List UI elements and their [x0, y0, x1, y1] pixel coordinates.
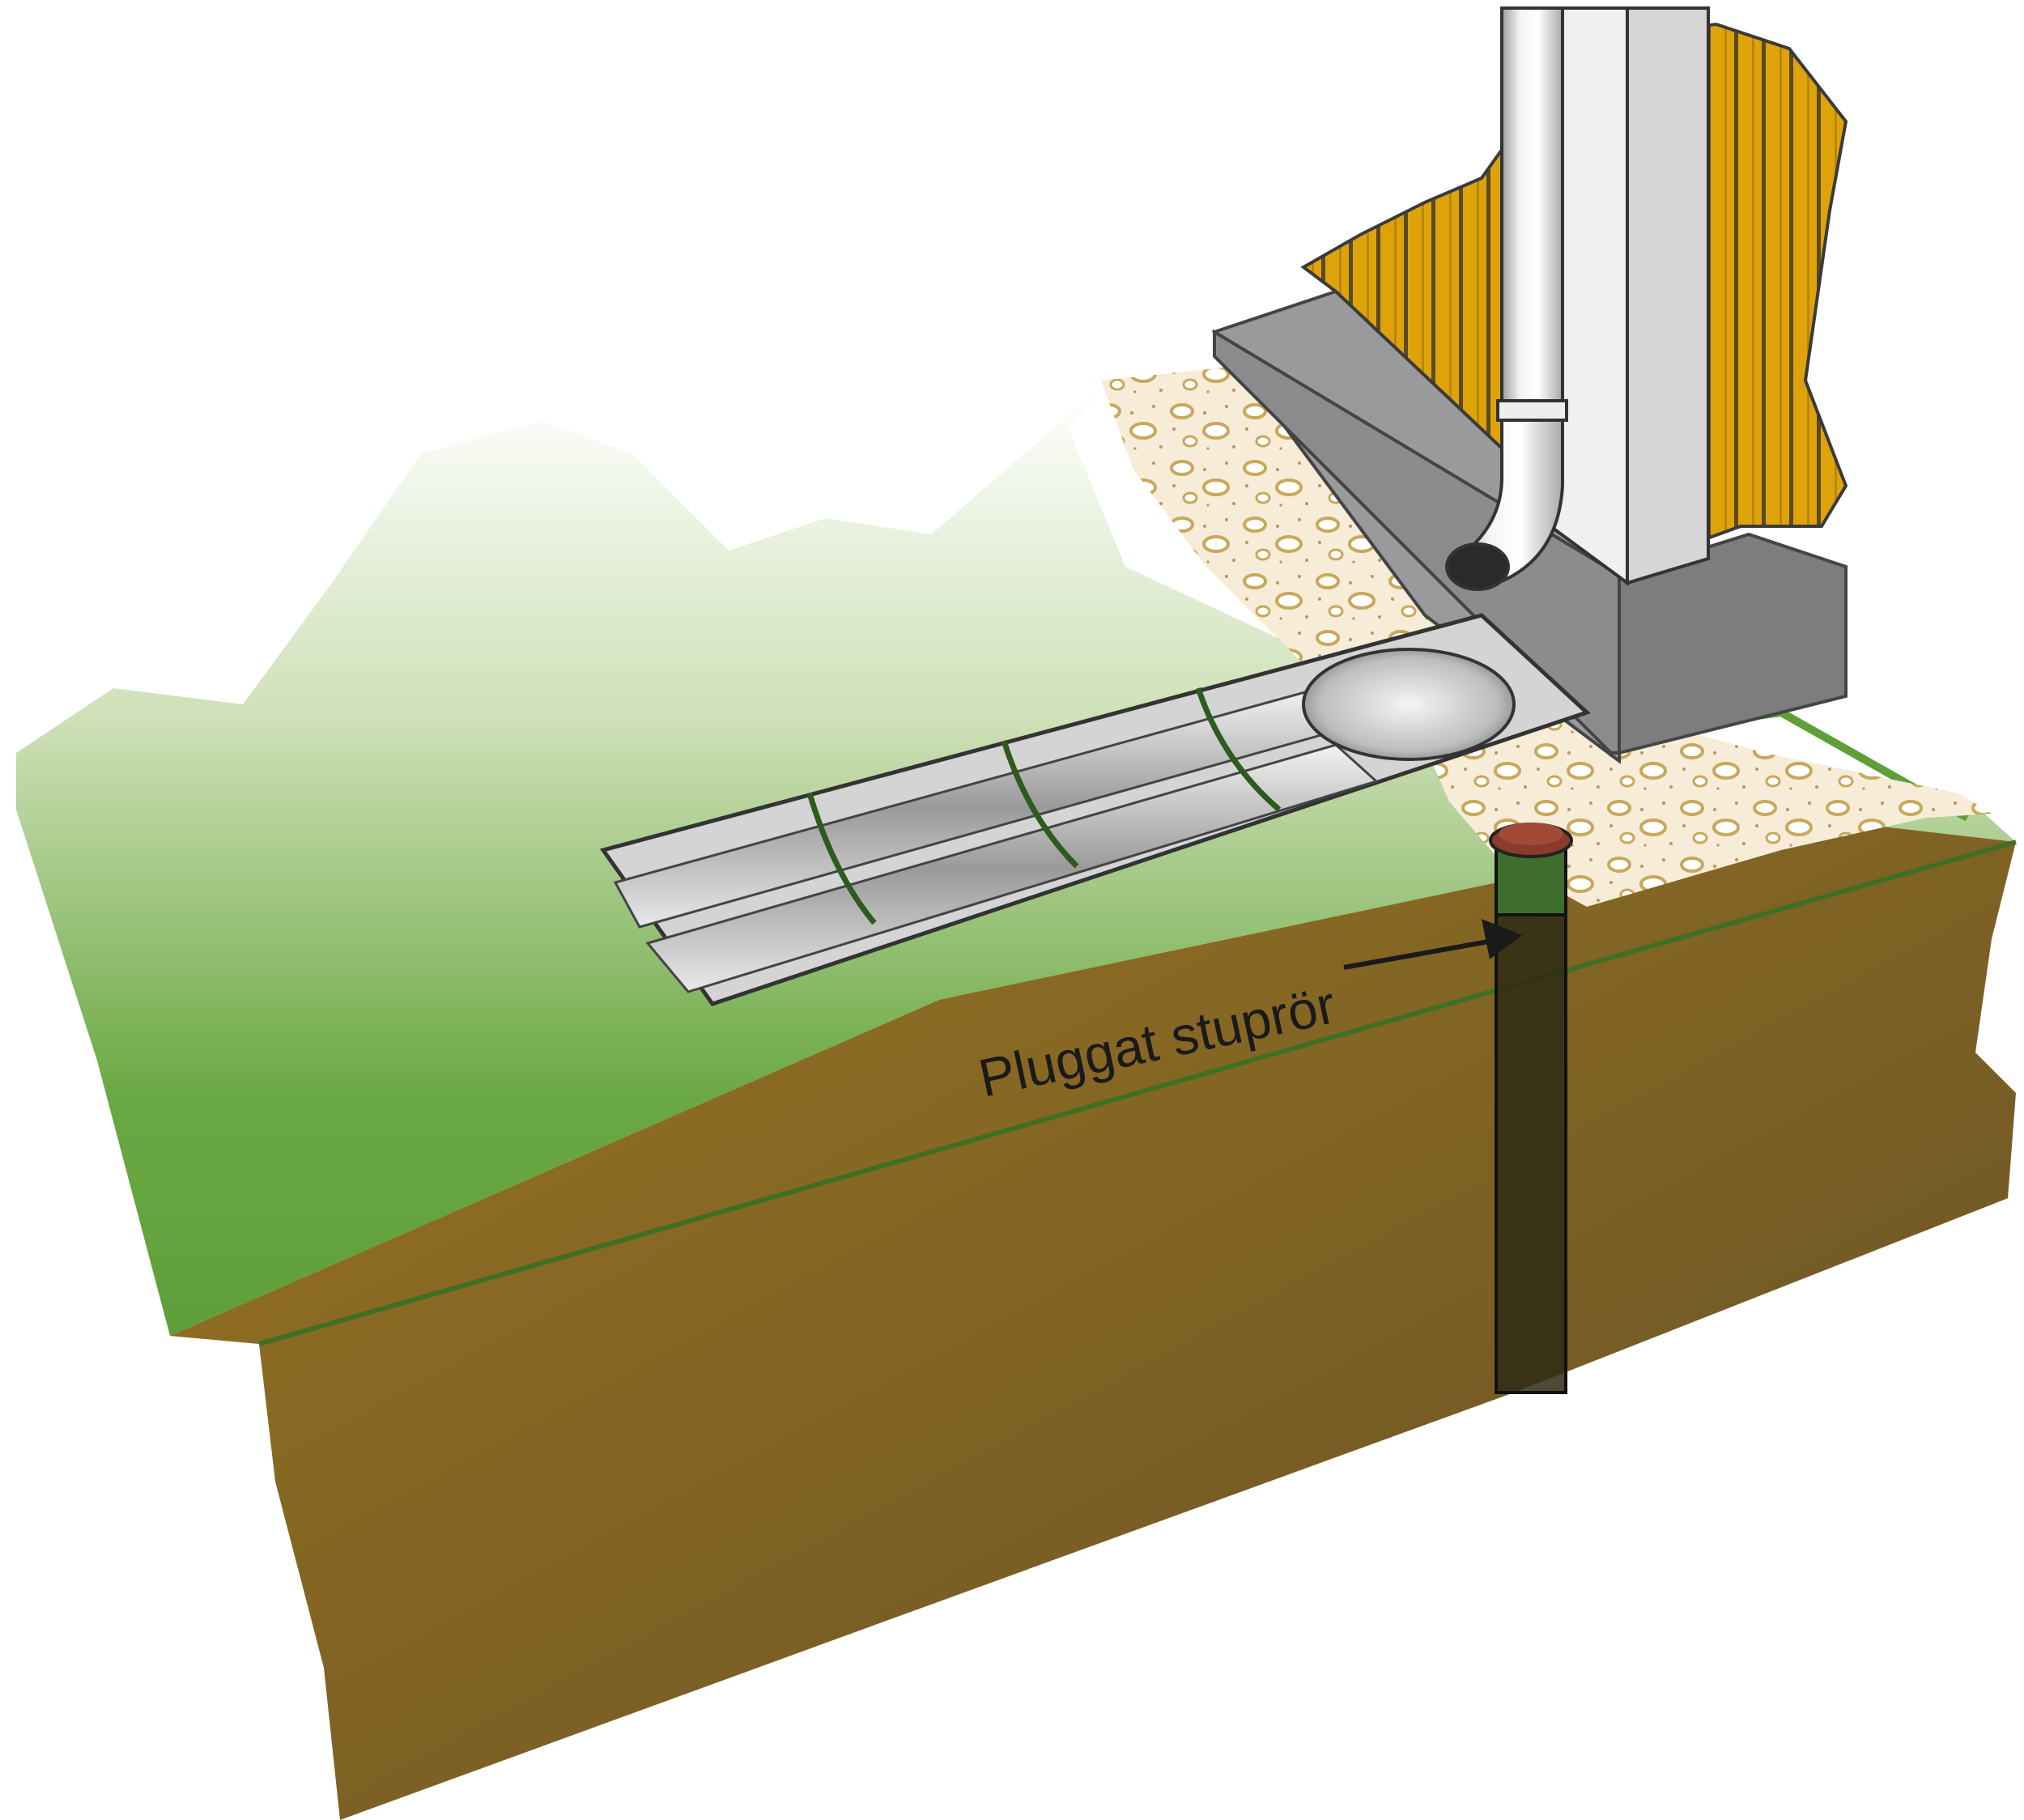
downspout-joint	[1496, 399, 1568, 422]
buried-pipe	[1495, 840, 1567, 1394]
corner-post-side	[1626, 6, 1710, 585]
splash-seams	[806, 687, 1282, 925]
downspout-outlet	[1445, 542, 1510, 591]
callout-arrowhead	[1482, 919, 1522, 959]
splash-bowl	[1302, 648, 1516, 761]
splash-channel-lower	[645, 743, 1379, 993]
plug-cap-top	[1499, 823, 1563, 845]
downspout-pipe	[1500, 6, 1564, 415]
callout-arrow	[1343, 937, 1503, 970]
soil-top-edge	[258, 840, 2017, 1346]
